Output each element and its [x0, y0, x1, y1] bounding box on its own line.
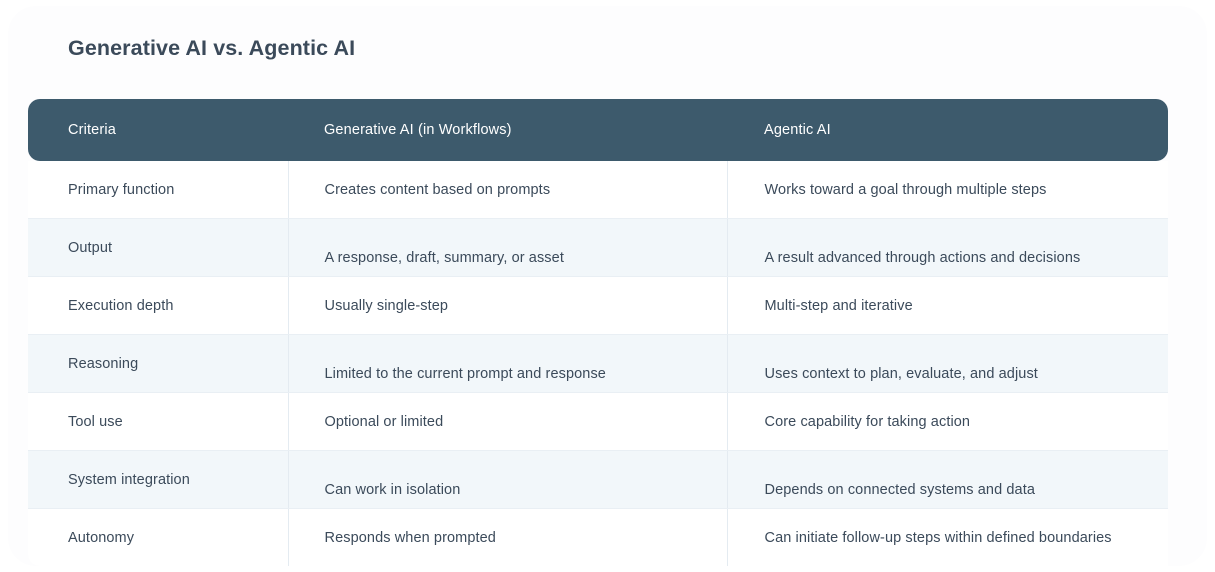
cell-generative-ai-text: Creates content based on prompts: [324, 181, 551, 198]
cell-agentic-ai-text: Core capability for taking action: [764, 413, 971, 430]
cell-generative-ai: Creates content based on prompts: [287, 161, 727, 219]
cell-agentic-ai-text: Can initiate follow-up steps within defi…: [764, 529, 1112, 546]
cell-generative-ai: Can work in isolation: [287, 450, 727, 509]
cell-generative-ai-text: Can work in isolation: [324, 481, 461, 498]
table-body: Primary function Creates content based on…: [28, 161, 1168, 566]
cell-generative-ai-text: Usually single-step: [324, 297, 449, 314]
cell-agentic-ai: Can initiate follow-up steps within defi…: [726, 508, 1168, 566]
cell-criteria: System integration: [28, 450, 288, 509]
cell-agentic-ai: Core capability for taking action: [726, 392, 1168, 451]
cell-criteria: Execution depth: [28, 276, 288, 335]
cell-criteria: Reasoning: [28, 334, 288, 393]
table-row: Primary function Creates content based on…: [28, 161, 1168, 219]
table-row: Output A response, draft, summary, or ass…: [28, 218, 1168, 277]
cell-agentic-ai: Depends on connected systems and data: [726, 450, 1168, 509]
comparison-table: Criteria Generative AI (in Workflows) Ag…: [28, 99, 1168, 566]
cell-agentic-ai-text: Uses context to plan, evaluate, and adju…: [764, 365, 1038, 382]
table-header-row: Criteria Generative AI (in Workflows) Ag…: [28, 99, 1168, 161]
cell-agentic-ai-text: Multi-step and iterative: [764, 297, 913, 314]
cell-generative-ai: Optional or limited: [287, 392, 727, 451]
cell-generative-ai-text: Optional or limited: [324, 413, 444, 430]
cell-agentic-ai-text: Works toward a goal through multiple ste…: [764, 181, 1047, 198]
cell-generative-ai: Limited to the current prompt and respon…: [287, 334, 727, 393]
cell-generative-ai-text: Responds when prompted: [324, 529, 496, 546]
table-header: Criteria Generative AI (in Workflows) Ag…: [28, 99, 1168, 161]
column-header-agentic-ai: Agentic AI: [764, 122, 831, 138]
cell-generative-ai: A response, draft, summary, or asset: [287, 218, 727, 277]
cell-generative-ai-text: A response, draft, summary, or asset: [324, 249, 564, 266]
cell-generative-ai: Responds when prompted: [287, 508, 727, 566]
table-row: Tool use Optional or limited Core capabili…: [28, 392, 1168, 451]
cell-agentic-ai-text: A result advanced through actions and de…: [764, 249, 1081, 266]
cell-agentic-ai: Uses context to plan, evaluate, and adju…: [726, 334, 1168, 393]
cell-agentic-ai: Multi-step and iterative: [726, 276, 1168, 335]
cell-criteria: Tool use: [28, 392, 288, 451]
cell-agentic-ai: Works toward a goal through multiple ste…: [726, 161, 1168, 219]
page-card: Generative AI vs. Agentic AI Criteria Ge…: [8, 6, 1207, 566]
page-title: Generative AI vs. Agentic AI: [68, 36, 356, 60]
column-header-criteria: Criteria: [68, 122, 116, 138]
cell-generative-ai: Usually single-step: [287, 276, 727, 335]
cell-criteria: Autonomy: [68, 529, 135, 546]
cell-generative-ai-text: Limited to the current prompt and respon…: [324, 365, 606, 382]
cell-criteria: Output: [28, 218, 288, 277]
cell-agentic-ai: A result advanced through actions and de…: [726, 218, 1168, 277]
cell-agentic-ai-text: Depends on connected systems and data: [764, 481, 1036, 498]
table-row: Autonomy Responds when prompted Can initia…: [28, 508, 1168, 566]
table-row: Execution depth Usually single-step Multi-…: [28, 276, 1168, 335]
column-header-generative-ai: Generative AI (in Workflows): [324, 122, 512, 138]
cell-criteria: Primary function: [28, 161, 288, 219]
